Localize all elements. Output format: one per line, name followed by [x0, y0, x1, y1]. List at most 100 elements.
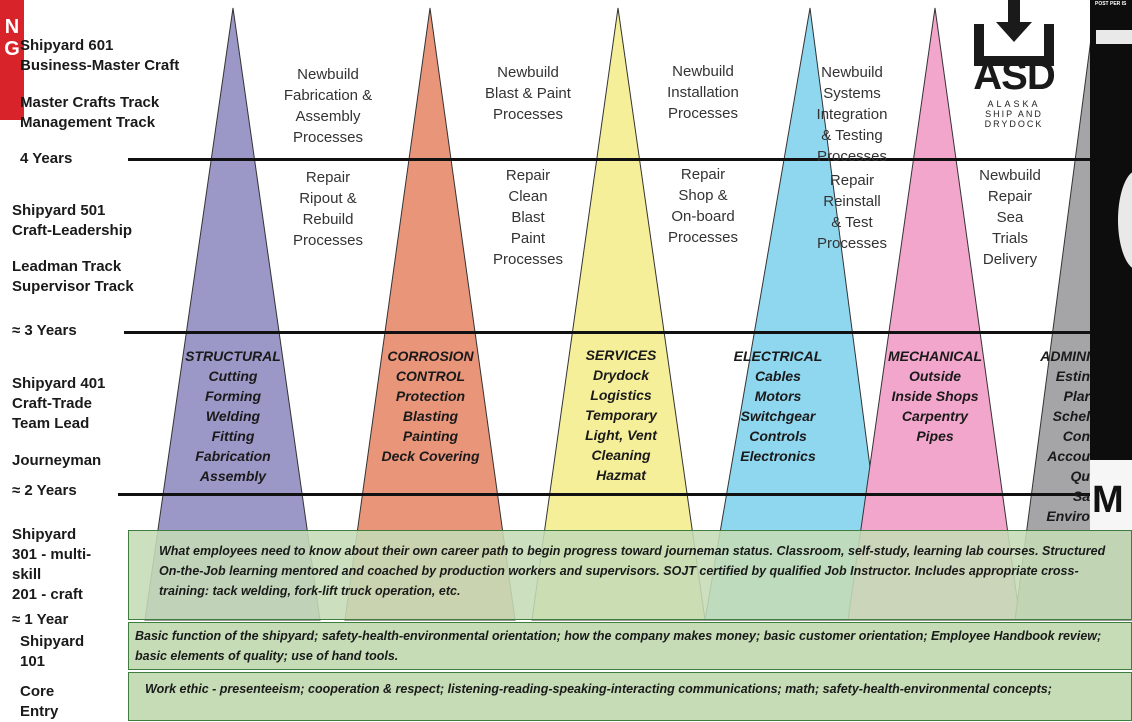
trade-item: Cleaning [591, 447, 651, 463]
trade-item: Con [1062, 428, 1090, 444]
triangle-services [531, 7, 706, 621]
trade-item: Qu [1070, 468, 1090, 484]
trade-item: Light, Vent [585, 427, 657, 443]
proc-line: Delivery [982, 251, 1038, 268]
trade-item: Logistics [590, 387, 652, 403]
proc-line: Repair [987, 188, 1033, 205]
level-601-subtitle: Business-Master Craft [20, 57, 180, 74]
logo-sub-3: DRYDOCK [984, 119, 1044, 129]
band-basic-text: Basic function of the shipyard; safety-h… [135, 629, 1102, 663]
newbuild-installation: Newbuild Installation Processes [643, 61, 763, 124]
trade-item: Forming [205, 388, 261, 404]
newbuild-blast-paint: Newbuild Blast & Paint Processes [468, 62, 588, 125]
trade-item: Hazmat [596, 467, 646, 483]
proc-line: Newbuild [497, 64, 559, 81]
badge-letter: N [4, 16, 20, 38]
logo-sub-2: SHIP AND [985, 109, 1043, 119]
proc-line: Rebuild [302, 211, 354, 228]
trade-services: SERVICES Drydock Logistics Temporary Lig… [556, 345, 686, 485]
triangle-structural [144, 7, 321, 621]
level-line-3 [124, 331, 1132, 334]
trade-item: Enviro [1046, 508, 1090, 524]
trade-item: Assembly [199, 468, 267, 484]
trade-item: Electronics [740, 448, 816, 464]
level-501-subtitle: Craft-Leadership [12, 222, 133, 239]
proc-line: Trials [991, 230, 1029, 247]
proc-line: Repair [505, 167, 551, 184]
trade-item: Carpentry [901, 408, 969, 424]
proc-line: Systems [823, 85, 881, 102]
proc-line: Blast [511, 209, 545, 226]
proc-line: Assembly [295, 108, 361, 125]
proc-line: Shop & [678, 187, 728, 204]
proc-line: & Test [831, 214, 873, 231]
trade-title: ELECTRICAL [733, 348, 823, 364]
logo-text: ASD [973, 54, 1055, 98]
newbuild-fabrication: Newbuild Fabrication & Assembly Processe… [268, 64, 388, 148]
trade-item: Blasting [402, 408, 459, 424]
level-line-2 [118, 493, 1132, 496]
trade-corrosion: CORROSION CONTROL Protection Blasting Pa… [363, 346, 498, 466]
right-panel-tiny-text: POST PER IS [1095, 1, 1127, 7]
proc-line: Blast & Paint [485, 85, 571, 102]
years-1: ≈ 1 Year [12, 611, 69, 628]
proc-line: Processes [292, 129, 364, 146]
proc-line: Newbuild [821, 64, 883, 81]
triangle-electrical [704, 7, 891, 621]
entry-label: Entry [20, 703, 59, 720]
proc-line: Repair [305, 169, 351, 186]
right-photo-panel [1090, 0, 1132, 530]
trade-item: Controls [749, 428, 807, 444]
triangle-mechanical [847, 7, 1021, 621]
right-panel-strip [1096, 30, 1132, 44]
level-301-line-3: skill [12, 566, 42, 583]
trade-item: Plar [1063, 388, 1090, 404]
proc-line: Installation [667, 84, 739, 101]
trade-item: Fitting [211, 428, 255, 444]
trade-item: Welding [205, 408, 261, 424]
proc-line: Processes [292, 232, 364, 249]
trade-item: Accou [1047, 448, 1090, 464]
right-panel-curve [1118, 170, 1132, 270]
proc-line: Sea [996, 209, 1024, 226]
level-501-title: Shipyard 501 [12, 202, 106, 219]
proc-line: Reinstall [823, 193, 881, 210]
trade-item: Temporary [585, 407, 657, 423]
level-601-track-1: Master Crafts Track [20, 94, 160, 111]
level-401-track-2: Journeyman [12, 452, 102, 469]
proc-line: Paint [510, 230, 546, 247]
level-301-subtitle: 301 - multi- [12, 546, 92, 563]
band-basic: Basic function of the shipyard; safety-h… [128, 622, 1132, 670]
proc-line: Processes [492, 251, 564, 268]
trade-item: Estin [1055, 368, 1090, 384]
level-301-title: Shipyard [12, 526, 77, 543]
trade-item: Motors [754, 388, 802, 404]
trade-electrical: ELECTRICAL Cables Motors Switchgear Cont… [713, 346, 843, 466]
right-panel-letter: M [1092, 479, 1124, 521]
proc-line: & Testing [821, 127, 883, 144]
proc-line: Repair [680, 166, 726, 183]
triangle-corrosion [344, 7, 516, 621]
years-2: ≈ 2 Years [12, 482, 77, 499]
proc-line: Newbuild [297, 66, 359, 83]
trade-item: Cutting [208, 368, 258, 384]
core-label: Core [20, 683, 55, 700]
trade-title: CORROSION [387, 348, 474, 364]
trade-item: Inside Shops [891, 388, 979, 404]
asd-logo: ASD ALASKA SHIP AND DRYDOCK [968, 0, 1060, 140]
trade-mechanical: MECHANICAL Outside Inside Shops Carpentr… [870, 346, 1000, 446]
band-journeyman: What employees need to know about their … [128, 530, 1132, 620]
newbuild-repair-delivery: Newbuild Repair Sea Trials Delivery [950, 165, 1070, 270]
trade-title: STRUCTURAL [185, 348, 281, 364]
trade-item: Cables [755, 368, 801, 384]
level-101-title: Shipyard [20, 633, 85, 650]
proc-line: Processes [492, 106, 564, 123]
newbuild-systems: Newbuild Systems Integration & Testing P… [792, 62, 912, 167]
proc-line: Newbuild [979, 167, 1041, 184]
proc-line: Ripout & [299, 190, 357, 207]
ship-drydock-icon [974, 0, 1054, 66]
badge-letter: G [4, 38, 20, 60]
trade-admin: ADMINI Estin Plar Schel Con Accou Qu Sa … [1020, 346, 1090, 526]
proc-line: Newbuild [672, 63, 734, 80]
